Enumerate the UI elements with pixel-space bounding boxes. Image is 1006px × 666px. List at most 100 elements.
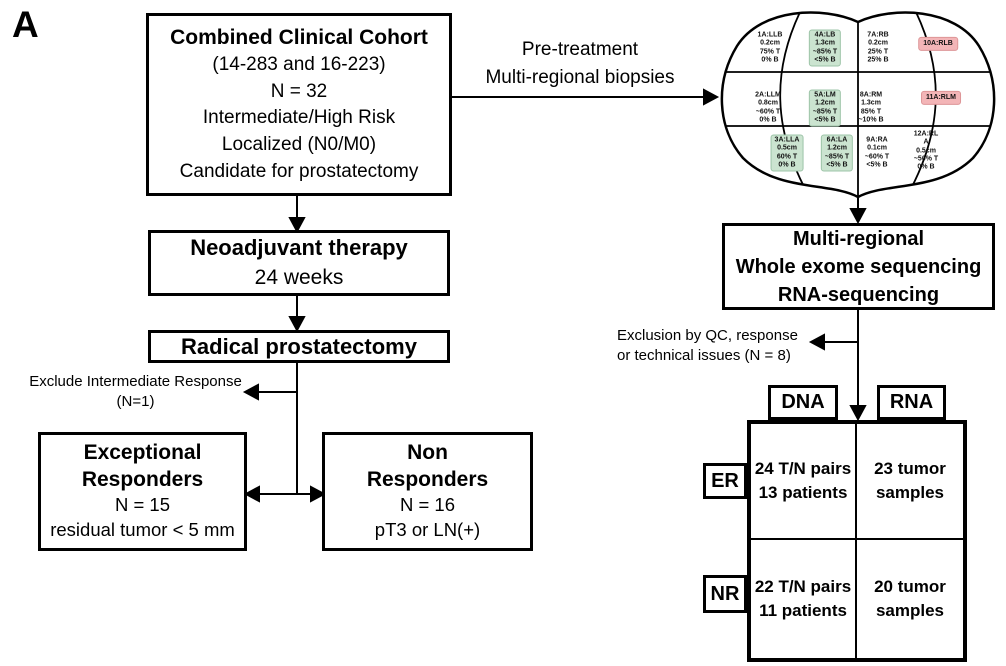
text-line: <5% B <box>814 116 836 124</box>
text-line: Non <box>407 440 448 464</box>
text-line: <5% B <box>826 161 848 169</box>
text-line: 1.2cm <box>815 99 835 107</box>
text-line: A <box>923 138 929 146</box>
text-line: ~85% T <box>812 108 838 115</box>
text-line: N = 15 <box>114 494 171 516</box>
text-line: ~50% T <box>913 155 939 163</box>
text-line: Responders <box>366 467 489 491</box>
radical-prostatectomy-box: Radical prostatectomy <box>148 330 450 363</box>
text-line: ~60% T <box>864 153 890 160</box>
combined-cohort-details: (14-283 and 16-223) N = 32 Intermediate/Hi… <box>180 52 419 185</box>
text-line: 0% B <box>778 161 796 169</box>
text-line: 2A:LLM <box>755 91 781 99</box>
arrowhead-left-icon <box>808 333 825 351</box>
text-line: Exclude Intermediate Response <box>29 373 242 390</box>
arrowhead-right-icon <box>703 88 720 106</box>
text-line: 4A:LB <box>814 31 836 39</box>
arrowhead-down-icon <box>288 316 306 333</box>
text-line: 24 T/N pairs <box>754 459 852 479</box>
text-line: 5A:LM <box>814 91 836 99</box>
text-line: 13 patients <box>758 483 848 502</box>
exclusion-qc-note: Exclusion by QC, response or technical is… <box>617 326 817 367</box>
text-line: 9A:RA <box>866 136 888 144</box>
text-line: residual tumor < 5 mm <box>50 519 235 541</box>
text-line: 0% B <box>761 56 779 64</box>
nr-row-header: NR <box>703 575 747 613</box>
text-line: samples <box>875 601 945 620</box>
text-line: 23 tumor <box>874 459 946 479</box>
text-line: N = 16 <box>399 494 455 516</box>
rna-column-header: RNA <box>877 385 946 420</box>
text-line: 25% T <box>867 48 889 55</box>
text-line: (N=1) <box>116 393 155 411</box>
text-line: 1A:LLB <box>757 31 783 39</box>
neoadjuvant-details: 24 weeks <box>255 263 344 292</box>
text-line: Exclusion by QC, response <box>617 327 798 344</box>
radical-prostatectomy-title: Radical prostatectomy <box>181 333 417 359</box>
text-line: <5% B <box>866 161 888 169</box>
text-line: N = 32 <box>270 80 328 102</box>
arrowhead-down-icon <box>288 217 306 234</box>
text-line: 8A:RM <box>859 91 883 99</box>
text-line: 0.5cm <box>916 146 936 154</box>
text-line: Intermediate/High Risk <box>202 107 396 129</box>
text-line: (14-283 and 16-223) <box>212 54 386 76</box>
text-line: 10A:RLB <box>923 39 953 47</box>
text-line: 25% B <box>867 56 889 64</box>
text-line: 0.1cm <box>867 144 887 152</box>
text-line: 1.3cm <box>815 39 835 47</box>
text-line: 3A:LLA <box>774 136 800 144</box>
text-line: 0.5cm <box>777 144 797 152</box>
text-line: 6A:LA <box>826 136 848 144</box>
text-line: Pre-treatment <box>521 39 639 60</box>
arrowhead-left-icon <box>243 485 260 503</box>
text-line: 0.2cm <box>868 39 888 47</box>
text-line: Multi-regional <box>792 227 925 250</box>
dna-column-header: DNA <box>768 385 838 420</box>
text-line: or technical issues (N = 8) <box>617 347 791 365</box>
biopsy-region-11A: 11A:RLM <box>921 90 961 106</box>
arrowhead-right-icon <box>310 485 327 503</box>
text-line: ~10% B <box>858 116 884 124</box>
text-line: 11 patients <box>759 601 847 620</box>
text-line: Whole exome sequencing <box>735 255 982 278</box>
arrowhead-down-icon <box>849 208 867 225</box>
text-line: 1.3cm <box>861 99 881 107</box>
text-line: Candidate for prostatectomy <box>179 160 419 182</box>
exceptional-responders-details: N = 15 residual tumor < 5 mm <box>50 493 235 543</box>
text-line: 7A:RB <box>867 31 889 39</box>
table-cell-er-dna: 24 T/N pairs 13 patients <box>751 424 857 540</box>
exclude-intermediate-note: Exclude Intermediate Response (N=1) <box>18 372 253 413</box>
neoadjuvant-title: Neoadjuvant therapy <box>190 235 408 261</box>
text-line: 11A:RLM <box>926 93 956 101</box>
combined-cohort-box: Combined Clinical Cohort (14-283 and 16-… <box>146 13 452 196</box>
text-line: 24 weeks <box>254 266 344 290</box>
er-row-header: ER <box>703 463 747 499</box>
text-line: 0.2cm <box>760 39 780 47</box>
text-line: <5% B <box>814 56 836 64</box>
biopsy-region-10A: 10A:RLB <box>918 36 958 52</box>
text-line: 85% T <box>860 108 882 115</box>
